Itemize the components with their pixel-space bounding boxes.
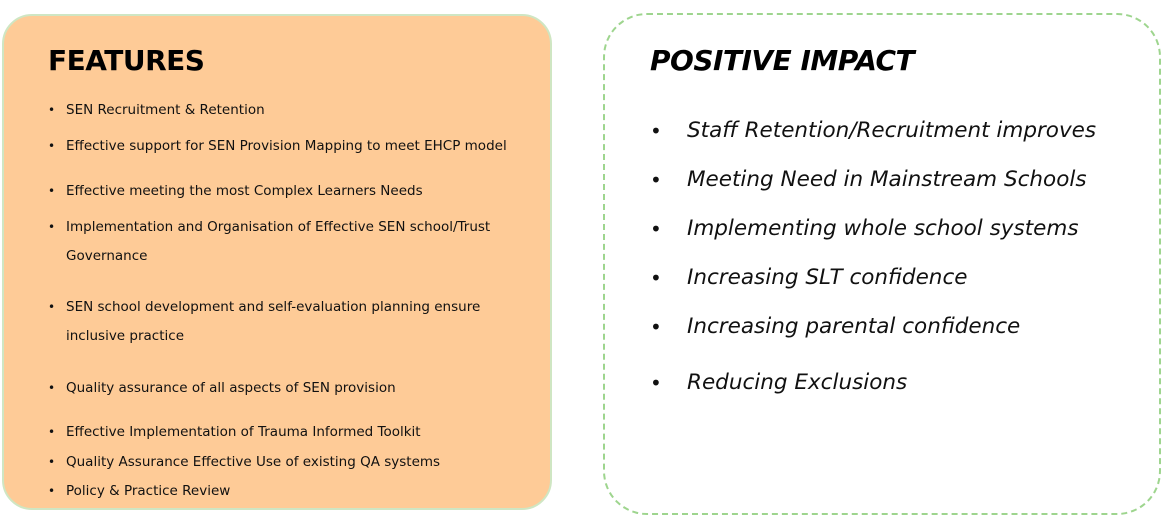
feature-text: Policy & Practice Review (66, 483, 231, 499)
impact-title: POSITIVE IMPACT (650, 44, 915, 77)
list-item: • Meeting Need in Mainstream Schools (650, 164, 1087, 196)
bullet-icon: • (48, 103, 56, 117)
features-title: FEATURES (48, 44, 205, 77)
list-item: • Increasing SLT confidence (650, 262, 968, 294)
bullet-icon: • (48, 425, 56, 439)
impact-text: Staff Retention/Recruitment improves (687, 118, 1097, 143)
list-item: • Effective Implementation of Trauma Info… (48, 418, 541, 447)
bullet-icon: • (48, 184, 56, 198)
list-item: • Quality assurance of all aspects of SEN… (48, 374, 541, 403)
list-item: • Effective support for SEN Provision Map… (48, 132, 541, 161)
impact-text: Implementing whole school systems (687, 216, 1079, 241)
feature-text: SEN school development and self-evaluati… (66, 299, 481, 344)
bullet-icon: • (48, 139, 56, 153)
bullet-icon: • (48, 300, 56, 314)
list-item: • Staff Retention/Recruitment improves (650, 115, 1097, 147)
bullet-icon: • (650, 266, 662, 290)
impact-text: Reducing Exclusions (687, 370, 908, 395)
list-item: • Implementing whole school systems (650, 213, 1079, 245)
list-item: • SEN school development and self-evaluat… (48, 293, 541, 351)
feature-text: Quality Assurance Effective Use of exist… (66, 454, 441, 470)
positive-impact-panel: POSITIVE IMPACT • Staff Retention/Recruit… (603, 13, 1161, 515)
bullet-icon: • (650, 217, 662, 241)
feature-text: Effective meeting the most Complex Learn… (66, 183, 423, 199)
features-panel: FEATURES • SEN Recruitment & Retention • E… (2, 14, 552, 510)
feature-text: Effective Implementation of Trauma Infor… (66, 424, 421, 440)
bullet-icon: • (48, 484, 56, 498)
bullet-icon: • (650, 119, 662, 143)
bullet-icon: • (650, 371, 662, 395)
bullet-icon: • (650, 168, 662, 192)
bullet-icon: • (48, 381, 56, 395)
impact-text: Meeting Need in Mainstream Schools (687, 167, 1087, 192)
feature-text: Effective support for SEN Provision Mapp… (66, 138, 507, 154)
list-item: • Reducing Exclusions (650, 367, 908, 399)
bullet-icon: • (650, 315, 662, 339)
bullet-icon: • (48, 455, 56, 469)
feature-text: Implementation and Organisation of Effec… (66, 219, 491, 264)
list-item: • SEN Recruitment & Retention (48, 96, 541, 125)
impact-text: Increasing parental confidence (687, 314, 1021, 339)
list-item: • Effective meeting the most Complex Lear… (48, 177, 541, 206)
list-item: • Implementation and Organisation of Effe… (48, 213, 541, 271)
feature-text: Quality assurance of all aspects of SEN … (66, 380, 396, 396)
list-item: • Increasing parental confidence (650, 311, 1021, 343)
impact-text: Increasing SLT confidence (687, 265, 968, 290)
feature-text: SEN Recruitment & Retention (66, 102, 265, 118)
list-item: • Policy & Practice Review (48, 477, 541, 506)
list-item: • Quality Assurance Effective Use of exis… (48, 448, 541, 477)
bullet-icon: • (48, 220, 56, 234)
